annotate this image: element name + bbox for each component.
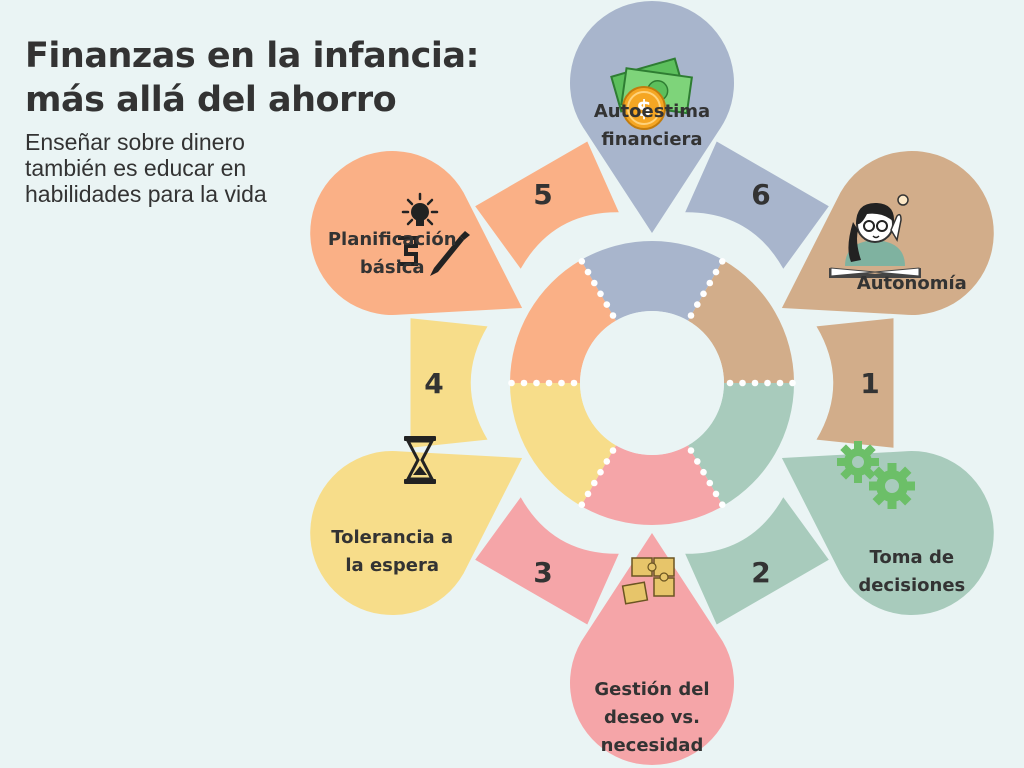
separator-dot [584, 268, 592, 276]
separator-dot [712, 268, 720, 276]
step-connectors [410, 141, 894, 625]
separator-dot [706, 279, 714, 287]
ring-sector-5 [510, 260, 616, 383]
step-drop-4 [310, 451, 523, 616]
step-label-2: decisiones [858, 575, 965, 596]
step-drop-5 [310, 150, 523, 315]
separator-dot [570, 379, 578, 387]
separator-dot [764, 379, 771, 387]
connector-2 [685, 497, 829, 625]
connector-6 [685, 141, 829, 269]
step-number-2: 2 [751, 556, 770, 589]
money-icon: $ [610, 57, 693, 130]
separator-dot [712, 490, 720, 498]
separator-dot [578, 501, 586, 509]
page-subtitle: Enseñar sobre dinero también es educar e… [25, 129, 345, 207]
separator-dot [776, 379, 784, 387]
separator-dot [545, 379, 553, 387]
separator-dot [533, 379, 540, 387]
separator-dot [609, 447, 617, 454]
separator-dot [700, 290, 707, 298]
step-number-5: 5 [533, 178, 552, 211]
gears-icon [837, 441, 915, 509]
separator-dot [687, 312, 695, 319]
title-line-2: más allá del ahorro [25, 80, 397, 120]
ring-separators [508, 258, 796, 509]
connector-5 [475, 141, 619, 269]
separator-dot [694, 301, 701, 308]
page-title: Finanzas en la infancia: más allá del ah… [25, 34, 505, 122]
separator-dot [597, 290, 604, 298]
separator-dot [694, 458, 701, 465]
separator-dot [520, 379, 528, 387]
step-drop-2 [781, 451, 994, 616]
connector-4 [410, 318, 488, 448]
puzzle-icon [621, 557, 675, 605]
separator-dot [603, 301, 611, 308]
separator-dot [726, 379, 734, 387]
step-label-5: básica [360, 257, 425, 278]
child-reading-icon [829, 194, 921, 278]
center-ring [509, 240, 794, 526]
step-drop-3 [570, 533, 734, 765]
step-label-1: Autonomía [857, 273, 967, 294]
step-label-3: deseo vs. [604, 707, 700, 728]
ring-sector-6 [581, 240, 723, 321]
separator-dot [508, 379, 515, 387]
separator-dot [789, 379, 796, 387]
step-number-4: 4 [424, 367, 443, 400]
separator-dot [578, 258, 586, 265]
subtitle-line-3: habilidades para la vida [25, 181, 267, 207]
separator-dot [700, 468, 707, 476]
separator-dot [591, 279, 598, 287]
ring-sector-1 [688, 260, 794, 383]
step-label-2: Toma de [870, 547, 955, 568]
separator-dot [597, 468, 604, 476]
separator-dot [687, 447, 695, 454]
subtitle-line-2: también es educar en [25, 155, 247, 181]
step-label-3: necesidad [601, 735, 704, 756]
step-number-1: 1 [860, 367, 879, 400]
step-number-6: 6 [751, 178, 770, 211]
connector-3 [475, 497, 619, 625]
connector-1 [816, 318, 894, 448]
hourglass-icon [404, 436, 436, 484]
step-label-3: Gestión del [594, 679, 709, 700]
ring-sector-4 [509, 383, 616, 506]
separator-dot [719, 258, 726, 265]
title-line-1: Finanzas en la infancia: [25, 36, 480, 76]
separator-dot [603, 458, 611, 465]
step-number-3: 3 [533, 556, 552, 589]
separator-dot [739, 379, 746, 387]
step-label-6: financiera [601, 129, 702, 150]
svg-text:$: $ [636, 97, 651, 122]
separator-dot [591, 479, 598, 487]
ring-sector-3 [581, 445, 723, 526]
separator-dot [584, 490, 592, 498]
ring-sector-2 [688, 383, 794, 506]
step-label-4: la espera [345, 555, 439, 576]
step-label-5: Planificación [328, 229, 457, 250]
subtitle-line-1: Enseñar sobre dinero [25, 129, 245, 155]
separator-dot [609, 312, 617, 319]
step-label-4: Tolerancia a [331, 527, 453, 548]
separator-dot [751, 379, 759, 387]
separator-dot [558, 379, 565, 387]
ring-center [580, 311, 724, 455]
step-label-6: Autoestima [594, 101, 710, 122]
idea-plan-icon [398, 192, 470, 276]
separator-dot [719, 501, 726, 509]
separator-dot [706, 479, 714, 487]
